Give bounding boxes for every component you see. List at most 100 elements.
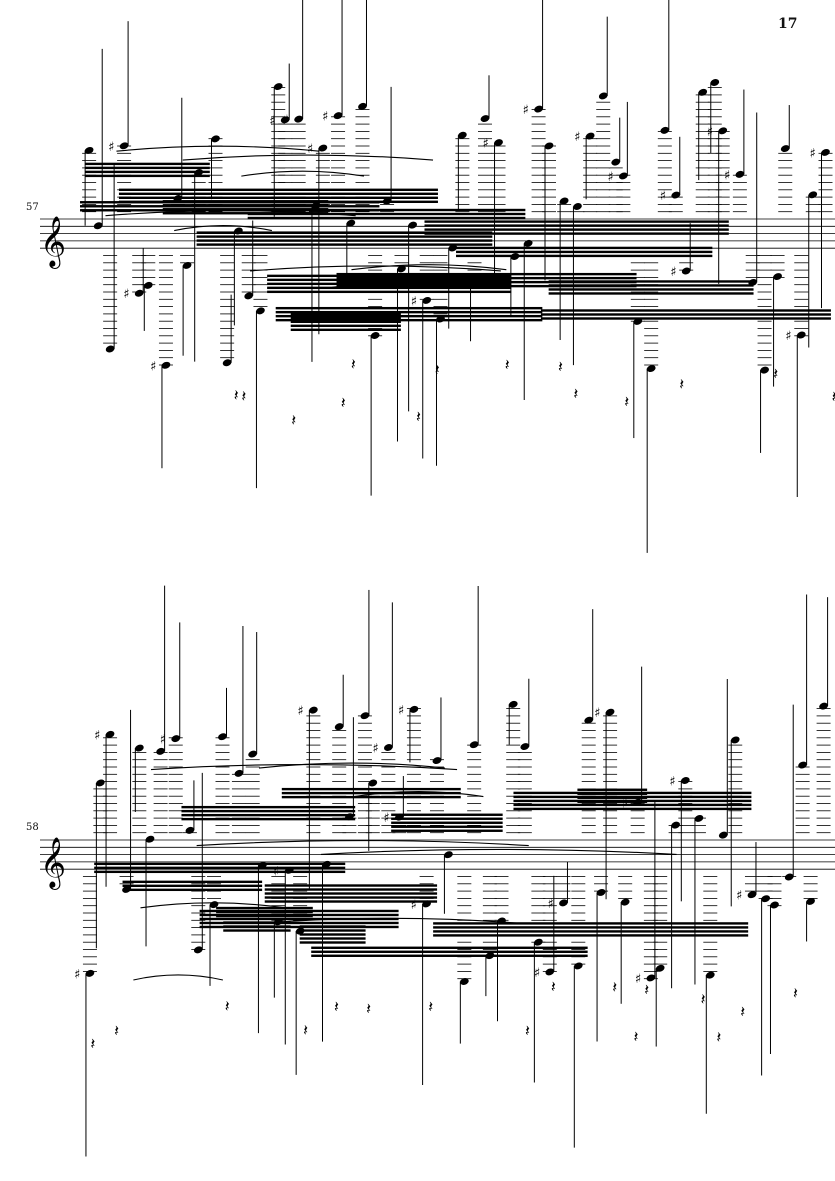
notehead: [598, 92, 608, 100]
notehead: [605, 708, 615, 716]
notehead: [510, 253, 520, 260]
notehead: [611, 158, 621, 166]
beam: [299, 929, 366, 932]
notehead: [93, 222, 103, 230]
notehead: [773, 273, 782, 281]
quarter-rest-icon: 𝄽: [634, 1027, 639, 1046]
notehead: [145, 835, 155, 843]
beam: [456, 246, 713, 250]
beam: [85, 170, 210, 174]
beam: [94, 866, 346, 870]
quarter-rest-icon: 𝄽: [241, 387, 246, 406]
quarter-rest-icon: 𝄽: [612, 977, 617, 996]
notehead: [171, 735, 181, 743]
tie: [320, 848, 677, 855]
sharp-icon: ♯: [74, 967, 80, 982]
sharp-icon: ♯: [574, 130, 580, 145]
quarter-rest-icon: 𝄽: [832, 387, 835, 406]
beam: [281, 795, 461, 799]
notehead: [248, 750, 258, 758]
beam: [548, 280, 754, 283]
sharp-icon: ♯: [523, 103, 529, 118]
sharp-icon: ♯: [108, 140, 114, 155]
beam: [336, 284, 637, 288]
sharp-icon: ♯: [273, 864, 279, 879]
beam: [513, 807, 752, 811]
notehead: [432, 757, 442, 765]
notehead: [646, 365, 656, 373]
notehead: [218, 733, 227, 741]
quarter-rest-icon: 𝄽: [428, 997, 433, 1016]
quarter-rest-icon: 𝄽: [525, 1021, 530, 1040]
notehead: [508, 700, 518, 708]
sharp-icon: ♯: [622, 796, 628, 811]
tie: [196, 840, 529, 847]
sharp-icon: ♯: [483, 137, 489, 152]
notehead: [422, 900, 431, 908]
tie: [133, 974, 224, 981]
beam: [336, 272, 637, 276]
notehead: [680, 777, 690, 784]
beam: [199, 925, 399, 929]
beam: [311, 950, 588, 953]
sharp-icon: ♯: [283, 113, 289, 128]
beam: [433, 926, 749, 929]
quarter-rest-icon: 𝄽: [558, 357, 563, 376]
quarter-rest-icon: 𝄽: [291, 411, 296, 430]
quarter-rest-icon: 𝄽: [416, 407, 421, 426]
notehead: [618, 172, 628, 180]
notehead: [394, 813, 404, 821]
tie: [174, 225, 272, 232]
sharp-icon: ♯: [534, 966, 540, 981]
notehead: [333, 112, 343, 120]
beam: [94, 870, 346, 874]
treble-clef-icon: 𝄞: [40, 216, 66, 269]
sharp-icon: ♯: [94, 728, 100, 743]
notehead: [143, 281, 153, 289]
notehead: [705, 971, 715, 979]
beam: [456, 254, 713, 258]
tie: [258, 762, 445, 769]
notehead: [358, 102, 367, 110]
notehead: [459, 978, 469, 985]
beam: [548, 288, 754, 291]
beam: [433, 930, 749, 933]
beam: [299, 925, 366, 928]
sharp-icon: ♯: [123, 287, 129, 302]
staff-system-57: 𝄞♯♯♯𝄽𝄽♯𝄽♯♯♯𝄽𝄽𝄽♯𝄽♯𝄽♯𝄽𝄽♯♯𝄽♯𝄽♯♯♯𝄽♯♯𝄽: [40, 0, 835, 553]
beam: [94, 862, 346, 866]
beam: [433, 934, 749, 937]
quarter-rest-icon: 𝄽: [435, 360, 440, 379]
notehead: [382, 197, 392, 205]
quarter-rest-icon: 𝄽: [740, 1002, 745, 1021]
notehead: [559, 899, 568, 907]
sharp-icon: ♯: [398, 703, 404, 718]
beam: [264, 892, 438, 895]
notehead: [156, 747, 165, 755]
beam: [162, 212, 329, 215]
sharp-icon: ♯: [297, 704, 303, 719]
notehead: [806, 897, 815, 905]
beam: [299, 941, 366, 944]
beam: [336, 280, 637, 284]
quarter-rest-icon: 𝄽: [551, 977, 556, 996]
notehead: [730, 736, 740, 744]
beam: [267, 286, 512, 290]
quarter-rest-icon: 𝄽: [234, 385, 239, 404]
beam: [122, 884, 263, 888]
notehead: [497, 917, 506, 925]
beam: [181, 809, 356, 813]
beam: [290, 328, 401, 332]
sharp-icon: ♯: [670, 265, 676, 280]
notehead: [318, 144, 328, 152]
beam: [196, 235, 493, 238]
notehead: [233, 227, 243, 235]
notehead: [134, 289, 144, 297]
beam: [267, 274, 512, 278]
tie: [241, 170, 365, 177]
notehead: [485, 952, 495, 960]
notehead: [545, 968, 555, 976]
beam: [118, 200, 438, 204]
beam: [118, 192, 438, 196]
